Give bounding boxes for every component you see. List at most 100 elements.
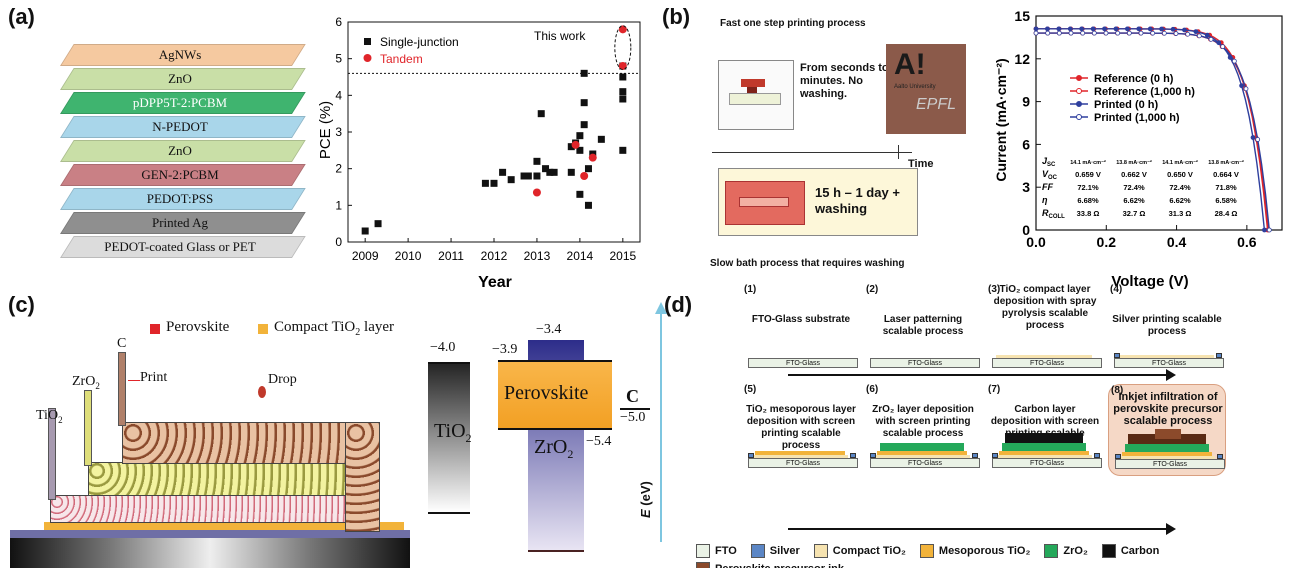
iv-curve-marker xyxy=(1102,26,1107,32)
iv-curve-marker xyxy=(1045,30,1051,36)
slow-process-box: 15 h – 1 day + washing xyxy=(718,168,918,236)
iv-xtick-label: 0.4 xyxy=(1167,234,1187,250)
deposited-layer xyxy=(874,455,970,458)
zro2-nozzle-label: ZrO2 xyxy=(72,374,100,391)
silver-contact xyxy=(1216,353,1222,358)
step-number: (4) xyxy=(1110,284,1123,295)
step-number: (2) xyxy=(866,284,879,295)
iv-ytick-label: 9 xyxy=(1022,94,1030,110)
iv-table-value: 72.4% xyxy=(1123,183,1145,192)
pce-point-single xyxy=(584,201,592,209)
iv-table-value: 32.7 Ω xyxy=(1123,209,1146,218)
this-work-annotation: This work xyxy=(534,29,586,43)
iv-legend-marker xyxy=(1076,101,1082,107)
step-number: (3) xyxy=(988,284,1001,295)
deposited-layer xyxy=(877,451,967,455)
stack-layer-label: PEDOT:PSS xyxy=(146,191,214,206)
deposited-layer xyxy=(880,443,964,451)
legend-tandem-marker xyxy=(363,54,372,62)
iv-curve-marker xyxy=(1045,26,1050,32)
iv-table-value: 33.8 Ω xyxy=(1077,209,1100,218)
pce-point-single xyxy=(546,168,554,176)
iv-legend-marker xyxy=(1076,75,1082,81)
pce-point-single xyxy=(520,172,528,180)
material-legend-item: Perovskite precursor ink xyxy=(696,561,844,568)
stack-layer-label: Printed Ag xyxy=(152,215,208,230)
logo-letters: A! xyxy=(894,48,926,81)
pce-point-single xyxy=(481,179,489,187)
pce-point-single xyxy=(499,168,507,176)
tio2-energy: −4.0 xyxy=(430,340,456,355)
iv-table-value: 6.62% xyxy=(1123,196,1145,205)
material-swatch xyxy=(750,543,765,558)
process-step: (7)Carbon layer deposition with screen p… xyxy=(986,384,1104,476)
iv-table-value: 71.8% xyxy=(1215,183,1237,192)
pce-point-single xyxy=(576,146,584,154)
stack-layer-label: PEDOT-coated Glass or PET xyxy=(104,239,256,254)
pce-ytick-label: 0 xyxy=(335,235,342,249)
silver-contact xyxy=(748,453,754,458)
iv-xtick-label: 0.0 xyxy=(1026,234,1046,250)
perovskite-band-label: Perovskite xyxy=(504,382,589,404)
process-step: (6)ZrO₂ layer deposition with screen pri… xyxy=(864,384,982,476)
iv-curve-marker xyxy=(1033,26,1039,32)
pce-ytick-label: 3 xyxy=(335,125,342,139)
pce-point-single xyxy=(361,227,369,235)
silver-contact xyxy=(992,453,998,458)
slow-caption: Slow bath process that requires washing xyxy=(710,258,905,269)
iv-curve-marker xyxy=(1103,30,1109,36)
iv-curve-marker xyxy=(1090,26,1096,32)
tio2-band-label: TiO2 xyxy=(434,420,472,445)
silver-contact xyxy=(1115,454,1121,459)
step-description: TiO₂ mesoporous layer deposition with sc… xyxy=(746,404,856,451)
iv-legend-marker xyxy=(1076,114,1082,120)
material-legend-item: Carbon xyxy=(1101,543,1159,558)
iv-table-value: 6.62% xyxy=(1169,196,1191,205)
iv-curve-marker xyxy=(1115,30,1121,36)
legend-single-marker xyxy=(364,38,371,45)
silver-contact xyxy=(1114,353,1120,358)
iv-table-value: 72.1% xyxy=(1077,183,1099,192)
iv-ylabel: Current (mA·cm⁻²) xyxy=(993,58,1009,181)
fast-caption: Fast one step printing process xyxy=(720,18,866,29)
pce-point-single xyxy=(580,99,588,107)
iv-table-param: η xyxy=(1042,195,1048,205)
step-number: (5) xyxy=(744,384,757,395)
material-legend-item: Silver xyxy=(750,543,800,558)
iv-table-value: 28.4 Ω xyxy=(1215,209,1238,218)
material-swatch xyxy=(696,561,710,568)
iv-curve-marker xyxy=(1193,29,1199,35)
pce-point-single xyxy=(576,190,584,198)
iv-table-param: VOC xyxy=(1042,169,1058,181)
deposited-layer xyxy=(755,451,845,455)
drop-label: Drop xyxy=(268,372,297,387)
step-description: ZrO₂ layer deposition with screen printi… xyxy=(872,404,974,439)
fast-process-box xyxy=(718,60,794,130)
iv-ytick-label: 6 xyxy=(1022,136,1030,152)
pce-ylabel: PCE (%) xyxy=(317,101,334,159)
iv-curve-marker xyxy=(1204,32,1210,38)
iv-ytick-label: 15 xyxy=(1014,8,1030,24)
iv-curve-marker xyxy=(1231,58,1237,64)
step-number: (7) xyxy=(988,384,1001,395)
tio2-band xyxy=(428,362,470,512)
carbon-nozzle-label: C xyxy=(117,336,127,351)
iv-curve-marker xyxy=(1220,44,1226,50)
iv-curve-marker xyxy=(1056,30,1062,36)
deposited-layer xyxy=(1128,434,1206,444)
step-description: Laser patterning scalable process xyxy=(882,314,964,337)
printed-device-illustration: Perovskite Compact TiO2 layer TiO2 ZrO2 … xyxy=(0,290,420,568)
material-swatch xyxy=(1101,543,1116,558)
panel-letter-b: (b) xyxy=(662,4,691,29)
fto-glass-substrate: FTO-Glass xyxy=(992,458,1102,468)
pce-ytick-label: 2 xyxy=(335,162,342,176)
iv-ytick-label: 12 xyxy=(1014,51,1030,67)
iv-curve-marker xyxy=(1208,36,1214,42)
perovskite-top-energy: −3.9 xyxy=(492,342,518,357)
deposited-layer xyxy=(1125,444,1209,452)
iv-table-value: 0.659 V xyxy=(1075,170,1101,179)
iv-curve-marker xyxy=(1255,137,1261,142)
fto-glass-substrate: FTO-Glass xyxy=(748,458,858,468)
